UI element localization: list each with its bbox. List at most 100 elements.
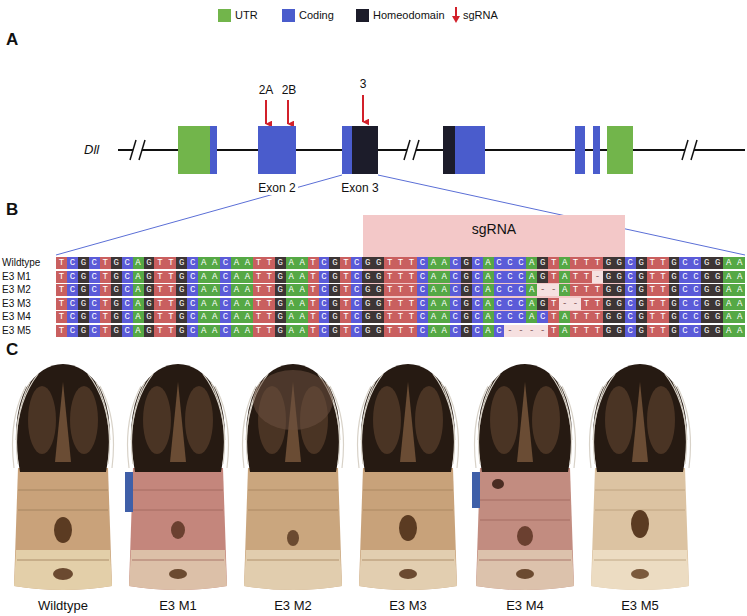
illustration-part [492,479,504,489]
base-cell: C [690,298,701,310]
base-cell: C [537,311,548,323]
base-cell: C [417,257,428,269]
base-cell: T [395,284,406,296]
illustration-part [244,468,342,590]
base-cell: A [198,325,209,337]
illustration-part [247,490,339,560]
base-cell: A [242,284,253,296]
base-cell: C [351,311,362,323]
base-cell: G [373,284,384,296]
base-cell: T [647,325,658,337]
base-cell: C [690,284,701,296]
base-cell: G [701,325,712,337]
base-cell: A [439,271,450,283]
base-cell: C [625,271,636,283]
base-cell: G [176,298,187,310]
base-cell: T [406,325,417,337]
base-cell: C [494,325,505,337]
base-cell: A [297,311,308,323]
base-cell: C [122,284,133,296]
base-cell: A [483,271,494,283]
zoom-line [56,175,342,255]
exon-box: Exon 3 [342,126,378,174]
base-cell: C [450,298,461,310]
base-cell: C [122,298,133,310]
base-cell: T [581,325,592,337]
base-cell: C [187,298,198,310]
base-cell: T [253,257,264,269]
base-cell: T [395,271,406,283]
illustration-part [359,468,457,590]
base-cell: A [723,284,734,296]
base-cell: G [614,298,625,310]
base-cell: C [67,271,78,283]
illustration-part [14,550,112,590]
base-cell: T [658,298,669,310]
base-cell: G [78,311,89,323]
base-cell: A [428,311,439,323]
base-cell: C [679,325,690,337]
base-cell: T [406,257,417,269]
base-cell: C [690,325,701,337]
base-cell: T [154,325,165,337]
base-cell: A [526,311,537,323]
base-cell: A [209,257,220,269]
base-cell: C [625,284,636,296]
exon-box: Exon 2 [258,126,296,174]
base-cell: G [461,271,472,283]
base-cell: G [176,257,187,269]
base-cell: C [515,311,526,323]
base-cell: T [406,311,417,323]
base-cell: G [144,284,155,296]
base-cell: T [154,284,165,296]
base-cell: T [647,271,658,283]
illustration-part [248,510,338,511]
base-cell: G [537,257,548,269]
sequence-row: TCGCTGCAGTTGCAACAATTGAATCGTCGGTTTCAACGCA… [56,325,745,337]
base-cell: G [362,257,373,269]
base-cell: G [636,284,647,296]
base-cell: A [209,298,220,310]
base-cell: C [67,325,78,337]
base-cell: C [319,325,330,337]
base-cell: C [679,298,690,310]
base-cell: T [154,257,165,269]
base-cell: G [461,284,472,296]
base-cell: A [231,325,242,337]
base-cell: G [461,311,472,323]
fly-photo [13,364,114,590]
base-cell: C [472,271,483,283]
base-cell: C [450,257,461,269]
base-cell: C [417,284,428,296]
base-cell: C [472,257,483,269]
illustration-part [631,569,649,579]
illustration-part [169,569,187,579]
base-cell: A [242,257,253,269]
base-cell: T [253,325,264,337]
illustration-part [480,520,570,521]
base-cell: G [701,284,712,296]
base-cell: A [483,298,494,310]
callout-label: 2B [282,83,297,97]
base-cell: - [548,284,559,296]
base-cell: A [286,298,297,310]
base-cell: A [526,271,537,283]
illustration-part [248,490,338,491]
base-cell: A [428,284,439,296]
base-cell: G [636,257,647,269]
base-cell: C [494,257,505,269]
base-cell: T [581,257,592,269]
base-cell: G [111,325,122,337]
fly-photo [358,364,459,590]
base-cell: G [603,325,614,337]
base-cell: A [526,298,537,310]
illustration-part [132,490,224,560]
base-cell: G [176,311,187,323]
base-cell: G [78,284,89,296]
base-cell: C [220,298,231,310]
base-cell: C [89,311,100,323]
base-cell: C [515,298,526,310]
base-cell: T [165,325,176,337]
base-cell: C [690,271,701,283]
base-cell: A [297,325,308,337]
